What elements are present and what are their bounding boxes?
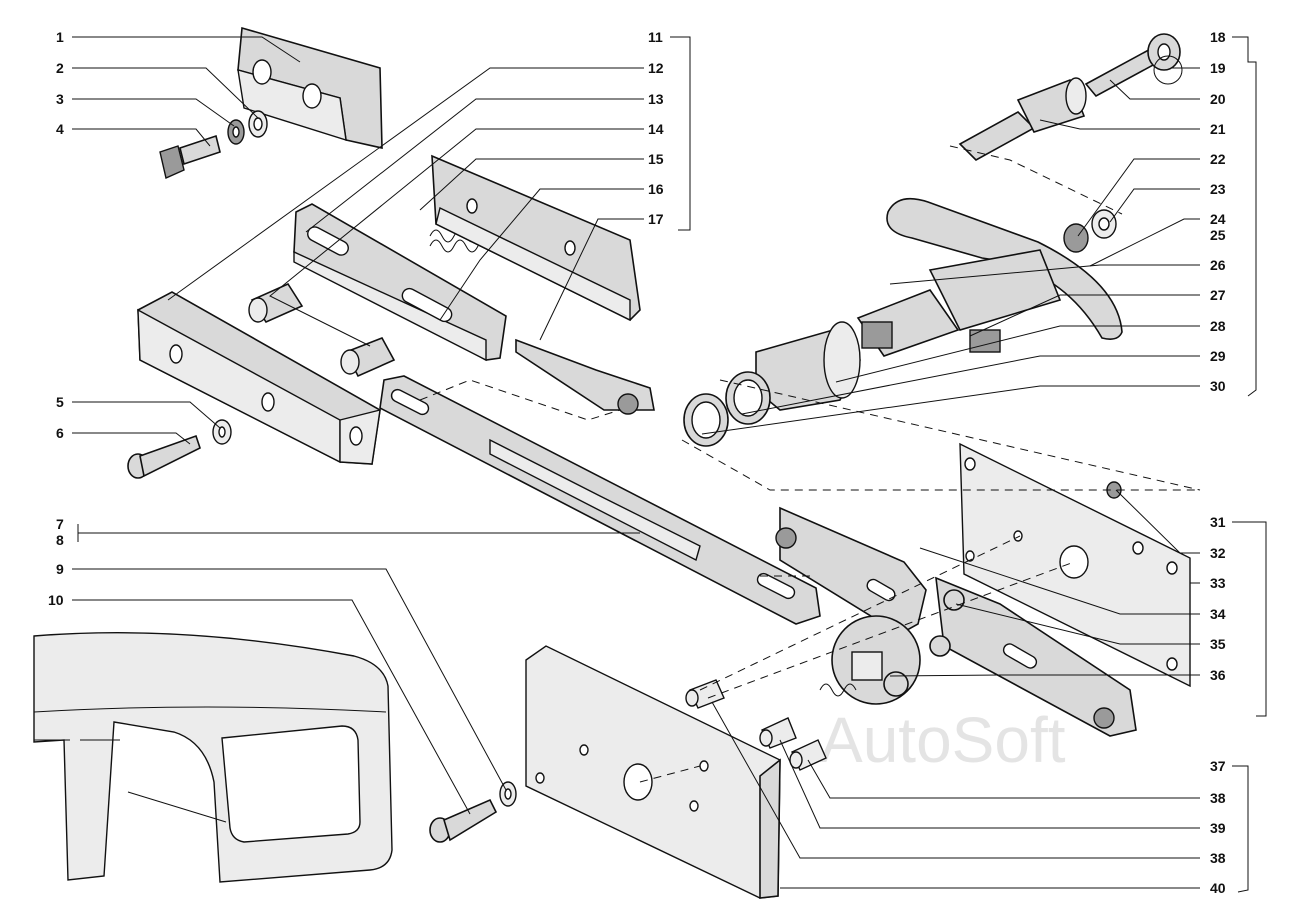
callout-36: 36 (1210, 667, 1226, 683)
screw-set-left (127, 419, 232, 479)
callout-27: 27 (1210, 287, 1226, 303)
callout-20: 20 (1210, 91, 1226, 107)
callout-21: 21 (1210, 121, 1226, 137)
lock-cylinder (958, 33, 1183, 161)
callout-26: 26 (1210, 257, 1226, 273)
callout-15: 15 (648, 151, 664, 167)
callout-12: 12 (648, 60, 664, 76)
callout-3: 3 (56, 91, 64, 107)
callout-1: 1 (56, 29, 64, 45)
latch-plates (775, 506, 1137, 737)
callout-38-upper: 38 (1210, 790, 1226, 806)
callout-8: 8 (56, 532, 64, 548)
callout-16: 16 (648, 181, 664, 197)
callout-39: 39 (1210, 820, 1226, 836)
bolt-washer-set-top (159, 110, 268, 179)
callout-23: 23 (1210, 181, 1226, 197)
callout-24: 24 (1210, 211, 1226, 227)
vehicle-rear-outline (33, 632, 393, 883)
callout-34: 34 (1210, 606, 1226, 622)
screw-set-bottom (429, 781, 517, 843)
bushing-pair (248, 282, 396, 378)
callout-14: 14 (648, 121, 664, 137)
callouts-right: 18 19 20 21 22 23 24 25 26 27 28 29 30 3… (1210, 29, 1226, 896)
slotted-bar (293, 203, 507, 362)
callout-17: 17 (648, 211, 664, 227)
handle-assembly (683, 197, 1123, 447)
callout-10: 10 (48, 592, 64, 608)
watermark: AutoSoft (820, 704, 1066, 776)
callout-22: 22 (1210, 151, 1226, 167)
callout-9: 9 (56, 561, 64, 577)
callout-25: 25 (1210, 227, 1226, 243)
callouts-left: 1 2 3 4 5 6 7 8 9 10 (48, 29, 64, 608)
clip-and-washer (1063, 209, 1117, 253)
striker-bracket (237, 26, 383, 150)
outer-bar (137, 291, 381, 465)
callout-28: 28 (1210, 318, 1226, 334)
callout-37: 37 (1210, 758, 1226, 774)
callout-32: 32 (1210, 545, 1226, 561)
callout-7: 7 (56, 516, 64, 532)
callout-6: 6 (56, 425, 64, 441)
threaded-pin (515, 338, 655, 415)
callout-2: 2 (56, 60, 64, 76)
cam-plate (819, 615, 921, 705)
callout-4: 4 (56, 121, 64, 137)
callout-30: 30 (1210, 378, 1226, 394)
callout-13: 13 (648, 91, 664, 107)
leader-lines (72, 36, 1267, 893)
callout-31: 31 (1210, 514, 1226, 530)
guide-channel (431, 154, 641, 322)
callout-5: 5 (56, 394, 64, 410)
callout-33: 33 (1210, 575, 1226, 591)
link-bar (379, 375, 821, 625)
callout-35: 35 (1210, 636, 1226, 652)
assembly-lines (419, 145, 1201, 783)
callout-40: 40 (1210, 880, 1226, 896)
callout-19: 19 (1210, 60, 1226, 76)
callout-29: 29 (1210, 348, 1226, 364)
callout-18: 18 (1210, 29, 1226, 45)
pins-set (685, 679, 827, 771)
callout-38-lower: 38 (1210, 850, 1226, 866)
callout-11: 11 (648, 29, 663, 45)
callouts-middle: 11 12 13 14 15 16 17 (648, 29, 664, 227)
housing-block (525, 645, 781, 899)
mounting-plate (959, 442, 1191, 688)
